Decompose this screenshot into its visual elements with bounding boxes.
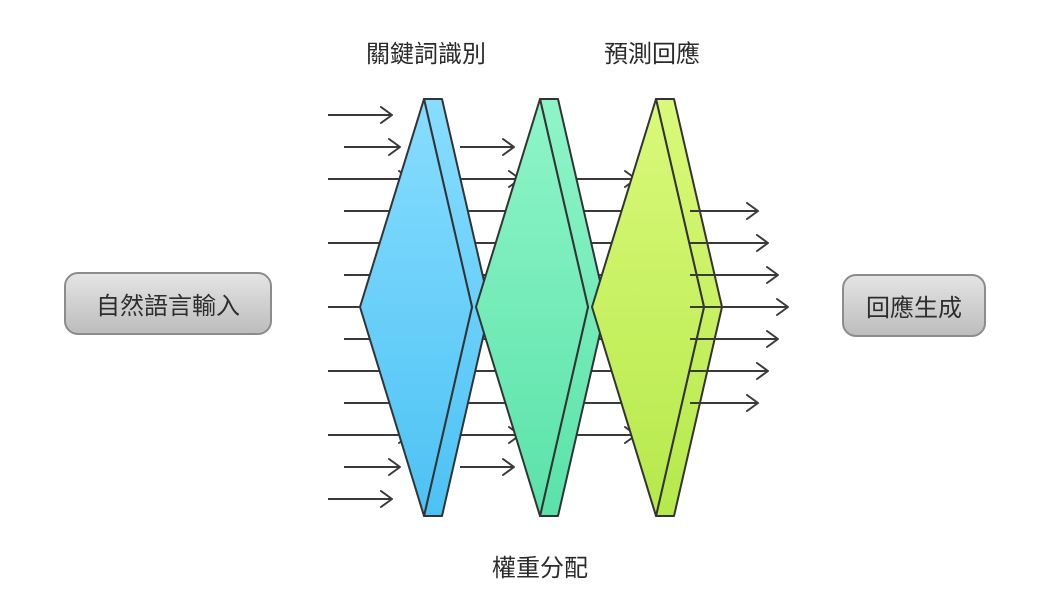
input-arrow	[328, 106, 393, 124]
layer-front-face	[475, 98, 589, 517]
input-arrow	[344, 138, 401, 156]
weight-allocation-label: 權重分配	[492, 554, 588, 582]
layer-2	[475, 98, 607, 517]
layer-1	[359, 98, 491, 517]
output-arrow	[690, 394, 759, 412]
flow-arrows-front	[690, 202, 789, 412]
response-generation-box[interactable]: 回應生成	[842, 274, 986, 337]
hidden-arrow-a	[460, 458, 515, 476]
hidden-arrow-a	[460, 426, 521, 444]
network-layers	[359, 98, 723, 517]
output-arrow	[690, 298, 789, 316]
output-arrow	[690, 234, 769, 252]
output-arrow	[690, 202, 759, 220]
layer-front-face	[591, 98, 705, 517]
keyword-recognition-label: 關鍵詞識別	[366, 40, 486, 68]
hidden-arrow-b	[575, 426, 637, 444]
hidden-arrow-a	[460, 170, 521, 188]
output-arrow	[690, 330, 779, 348]
input-arrow	[328, 490, 393, 508]
hidden-arrow-b	[575, 170, 637, 188]
predict-response-label: 預測回應	[604, 40, 700, 68]
layer-front-face	[359, 98, 473, 517]
natural-language-input-box[interactable]: 自然語言輸入	[64, 272, 272, 335]
output-arrow	[690, 362, 769, 380]
input-arrow	[344, 458, 401, 476]
hidden-arrow-a	[460, 138, 515, 156]
output-arrow	[690, 266, 779, 284]
